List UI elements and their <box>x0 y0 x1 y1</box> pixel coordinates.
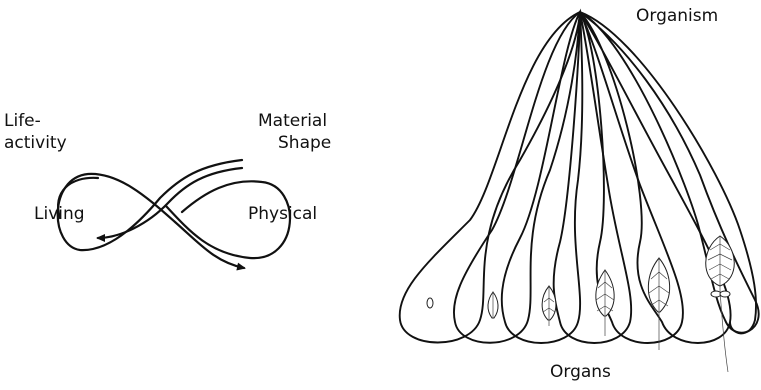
organ-loop <box>579 11 757 335</box>
leaf-3-icon <box>541 285 557 326</box>
lemniscate-right-loop <box>164 180 292 260</box>
organism-label: Organism <box>636 6 719 26</box>
lemniscate-strand-inner <box>96 166 244 242</box>
organ-loop <box>500 8 584 344</box>
organs-label: Organs <box>550 362 611 382</box>
physical-label: Physical <box>248 204 318 224</box>
leaf-4-icon <box>595 269 615 336</box>
leaf-6-icon <box>705 235 735 373</box>
lemniscate-left-arc <box>57 176 100 220</box>
organ-loop <box>453 10 582 344</box>
material-label: Material <box>258 111 328 131</box>
loops-group <box>398 8 760 344</box>
organ-loop <box>579 11 732 344</box>
leaf-1-icon <box>426 297 434 309</box>
shape-label: Shape <box>278 133 332 153</box>
leaves-group <box>426 235 735 373</box>
life-activity-label-line2: activity <box>4 133 67 153</box>
leaf-2-icon <box>487 291 499 319</box>
life-activity-label-line1: Life- <box>4 111 41 131</box>
organ-loop <box>398 10 582 344</box>
leaf-5-icon <box>647 257 671 350</box>
living-label: Living <box>34 204 85 224</box>
organ-loop <box>579 11 684 344</box>
